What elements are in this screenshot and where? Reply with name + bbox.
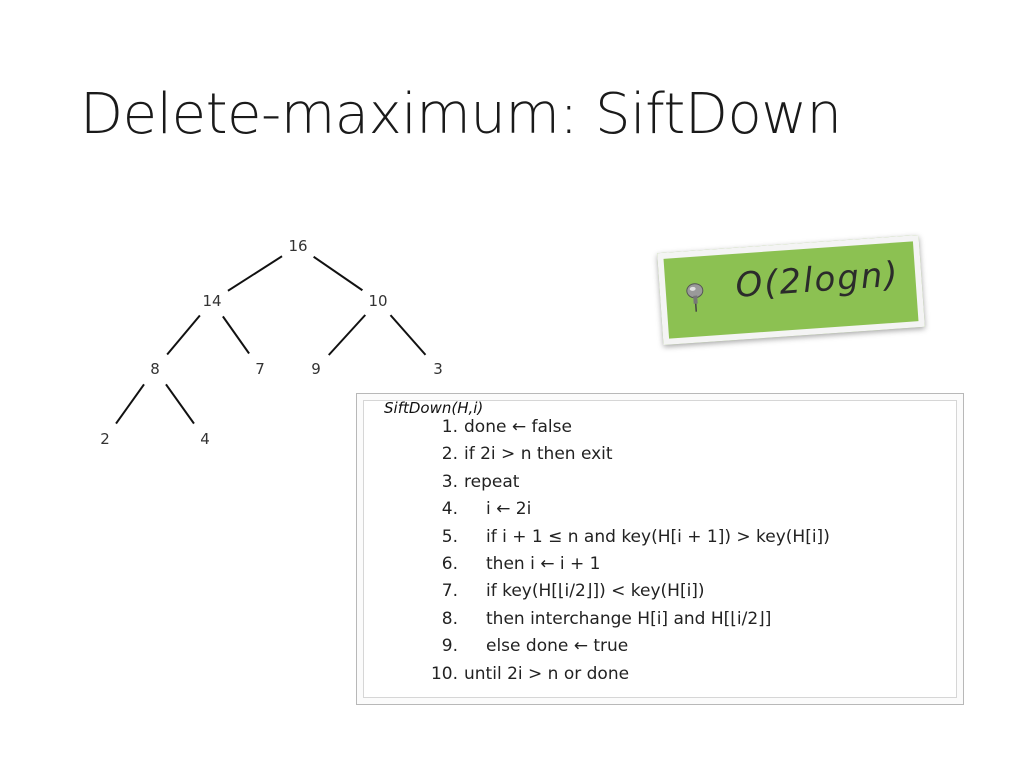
algorithm-line: 7.if key(H[⌊i/2⌋]) < key(H[i]): [441, 581, 705, 602]
node-label-8: 8: [150, 360, 160, 378]
algorithm-line: 3.repeat: [441, 471, 520, 492]
algorithm-line: 6.then i ← i + 1: [441, 553, 601, 574]
algorithm-line: 4.i ← 2i: [441, 499, 532, 520]
algorithm-lines: 1.done ← false 2.if 2i > n then exit 3.r…: [422, 416, 830, 690]
algorithm-line: 9.else done ← true: [441, 636, 629, 657]
complexity-text: O(2logn): [734, 254, 901, 306]
node-label-10: 10: [368, 292, 387, 310]
node-label-7: 7: [255, 360, 265, 378]
tree-node-4: [186, 420, 224, 458]
tree-node-14: [193, 282, 231, 320]
slide-title: Delete-maximum: SiftDown: [80, 82, 842, 147]
node-label-16: 16: [288, 237, 307, 255]
node-label-2: 2: [100, 430, 110, 448]
algorithm-line: 2.if 2i > n then exit: [441, 444, 613, 465]
algorithm-name: SiftDown(H,i): [384, 399, 484, 417]
complexity-note: O(2logn): [657, 234, 925, 346]
algorithm-line: 1.done ← false: [441, 417, 572, 437]
algorithm-line: 10.until 2i > n or done: [430, 663, 630, 684]
node-label-4: 4: [200, 430, 210, 448]
algorithm-line: 8.then interchange H[i] and H[⌊i/2⌋]: [441, 608, 772, 629]
tree-node-10: [359, 282, 397, 320]
node-label-9: 9: [311, 360, 321, 378]
tree-node-2: [86, 420, 124, 458]
tree-node-8: [136, 350, 174, 388]
tree-node-7: [241, 350, 279, 388]
algorithm-box: [356, 393, 964, 705]
node-label-14: 14: [202, 292, 221, 310]
pushpin-icon: [686, 283, 704, 312]
tree-node-9: [297, 350, 335, 388]
tree-node-16: [279, 227, 317, 265]
tree-node-3: [419, 350, 457, 388]
node-label-3: 3: [433, 360, 443, 378]
algorithm-line: 5.if i + 1 ≤ n and key(H[i + 1]) > key(H…: [441, 526, 830, 547]
